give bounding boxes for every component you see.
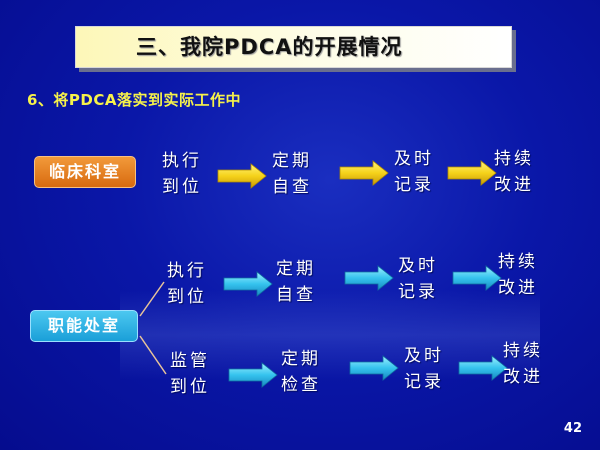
- slide-title: 三、我院PDCA的开展情况: [136, 35, 403, 59]
- page-number: 42: [563, 421, 582, 436]
- cyan-right-arrow-icon: [344, 265, 394, 291]
- clinical-step-record: 及时 记录: [394, 149, 434, 195]
- cyan-right-arrow-icon: [458, 355, 508, 381]
- clinical-step-self-check: 定期 自查: [272, 151, 312, 197]
- cyan-right-arrow-icon: [223, 271, 273, 297]
- functional-step-record: 及时 记录: [398, 256, 438, 302]
- cyan-right-arrow-icon: [452, 265, 502, 291]
- clinical-step-execute: 执行 到位: [162, 151, 202, 197]
- functional-step-self-check: 定期 自查: [276, 259, 316, 305]
- functional-step-inspect: 定期 检查: [281, 349, 321, 395]
- branch-connector-lines: [139, 281, 167, 375]
- slide-title-box: 三、我院PDCA的开展情况: [75, 26, 512, 68]
- section-subtitle: 6、将PDCA落实到实际工作中: [27, 91, 242, 109]
- yellow-right-arrow-icon: [339, 160, 389, 186]
- functional-step-improve-2: 持续 改进: [503, 341, 543, 387]
- functional-step-execute: 执行 到位: [167, 261, 207, 307]
- functional-step-supervise: 监管 到位: [170, 351, 210, 397]
- cyan-right-arrow-icon: [228, 362, 278, 388]
- clinical-department-badge: 临床科室: [34, 156, 136, 188]
- yellow-right-arrow-icon: [217, 163, 267, 189]
- cyan-right-arrow-icon: [349, 355, 399, 381]
- functional-step-record-2: 及时 记录: [404, 346, 444, 392]
- clinical-step-improve: 持续 改进: [494, 149, 534, 195]
- functional-department-badge: 职能处室: [30, 310, 138, 342]
- yellow-right-arrow-icon: [447, 160, 497, 186]
- functional-step-improve: 持续 改进: [498, 252, 538, 298]
